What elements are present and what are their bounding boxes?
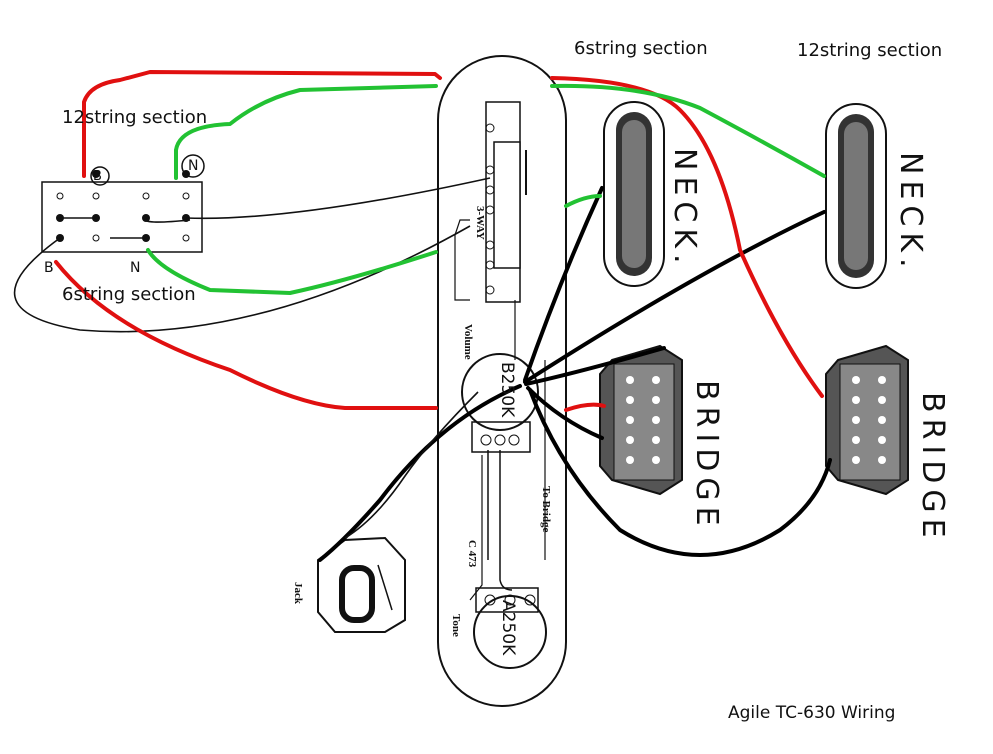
thin-black-wires xyxy=(13,177,491,333)
switch-mark-b-bottom: B xyxy=(44,260,54,276)
neck-pickup-12string xyxy=(825,103,887,289)
tone-label: Tone xyxy=(450,614,462,637)
capacitor-label: C 473 xyxy=(466,540,478,568)
volume-pot xyxy=(461,353,539,453)
control-plate xyxy=(437,55,567,707)
switch-mark-n-top: N xyxy=(188,158,198,174)
neck-pickup-6string xyxy=(603,101,665,287)
caption: Agile TC-630 Wiring xyxy=(728,703,896,723)
six-string-top-label: 6string section xyxy=(574,38,708,59)
jack-label: Jack xyxy=(292,582,304,604)
red-wires xyxy=(54,70,824,412)
jack-wire xyxy=(344,391,479,539)
twelve-string-left-label: 12string section xyxy=(62,107,208,128)
bridge-label-12string: BRIDGE xyxy=(915,392,950,544)
black-wires xyxy=(318,186,832,562)
to-bridge-label: To Bridge xyxy=(540,486,552,533)
tone-pot xyxy=(473,587,547,669)
bridge-pickup-12string xyxy=(825,344,909,496)
switch-mark-b-top: B xyxy=(93,169,102,184)
neck-label-12string: NECK. xyxy=(893,152,928,274)
switch-mark-n-bottom: N xyxy=(130,260,140,276)
volume-pot-label: B250K xyxy=(497,362,517,418)
green-wires xyxy=(146,83,826,295)
bridge-pickup-6string xyxy=(599,344,683,496)
six-string-left-label: 6string section xyxy=(62,284,196,305)
switch-label: 3-WAY xyxy=(474,206,486,240)
output-jack xyxy=(317,536,406,633)
neck-label-6string: NECK. xyxy=(667,148,702,270)
three-way-switch xyxy=(485,101,527,303)
bridge-label-6string: BRIDGE xyxy=(689,380,724,532)
volume-label: Volume xyxy=(462,324,474,360)
tone-pot-label: A250K xyxy=(498,600,518,656)
twelve-string-top-label: 12string section xyxy=(797,40,943,61)
capacitor-wire xyxy=(487,450,513,591)
